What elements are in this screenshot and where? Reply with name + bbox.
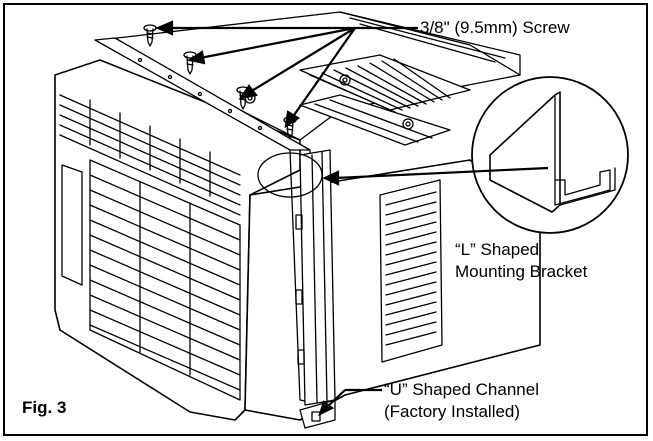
channel-label-line2: (Factory Installed) <box>384 402 521 421</box>
magnified-bracket-detail <box>471 76 629 234</box>
channel-label-line1: “U” Shaped Channel <box>384 380 539 399</box>
detail-callout-ring <box>257 152 323 198</box>
cabinet-top <box>99 11 521 146</box>
figure-number: Fig. 3 <box>22 398 67 417</box>
bracket-label-line1: “L” Shaped <box>455 240 540 259</box>
callout-arrows <box>155 20 549 417</box>
bracket-label-line2: Mounting Bracket <box>455 262 588 281</box>
screw-label: 3/8" (9.5mm) Screw <box>420 18 570 37</box>
front-panel <box>54 59 301 421</box>
screw-3 <box>236 86 250 110</box>
